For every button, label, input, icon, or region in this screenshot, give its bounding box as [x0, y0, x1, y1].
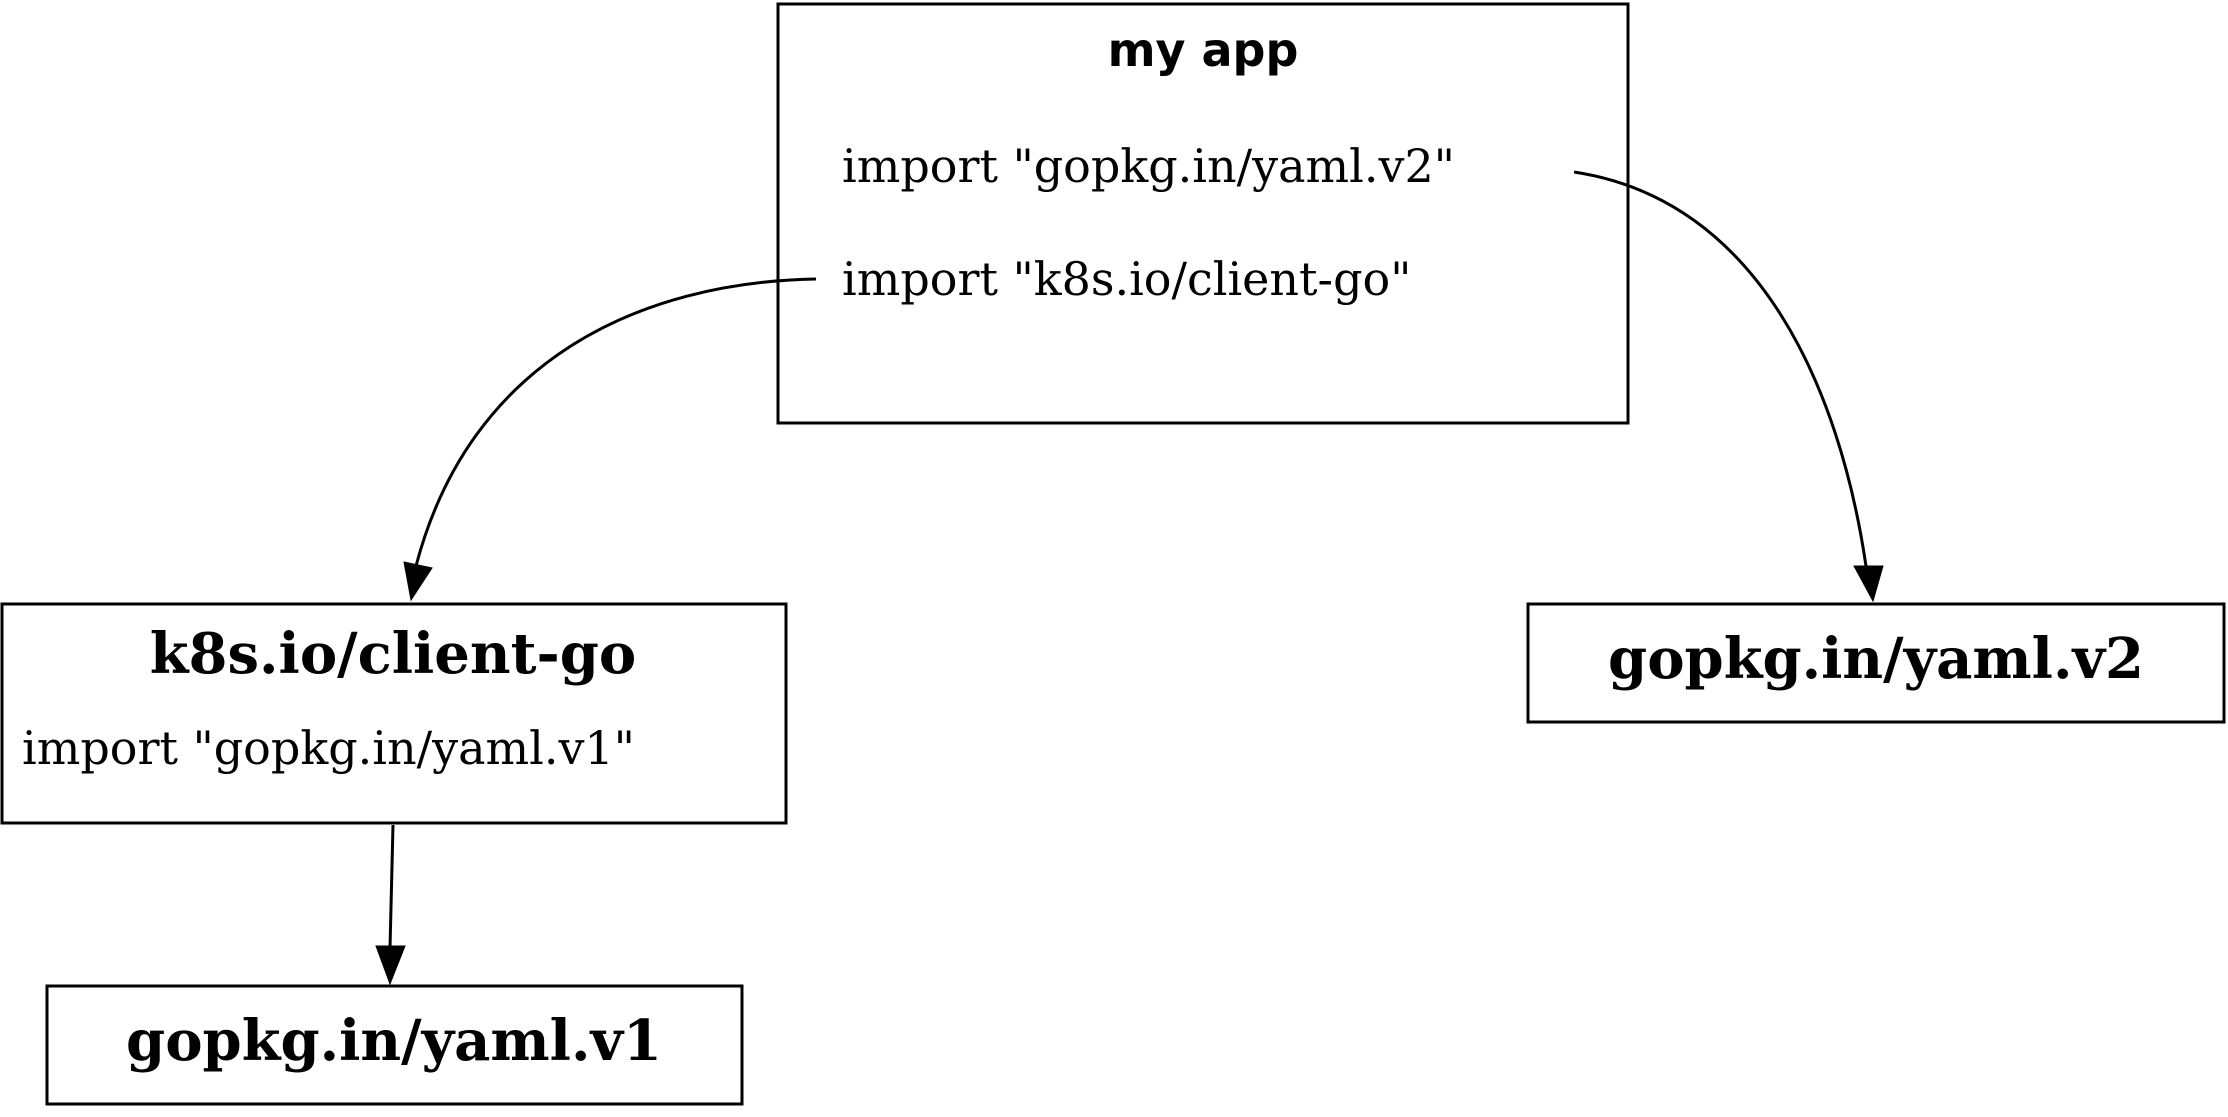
edge-client-go-to-yaml-v1 — [375, 824, 406, 986]
node-client-go-title: k8s.io/client-go — [150, 621, 636, 687]
edge-client-go-to-yaml-v1-line — [388, 824, 395, 949]
edge-app-to-client-go-arrowhead — [403, 561, 433, 602]
node-client-go-box — [0, 602, 788, 825]
node-yaml-v1-box — [45, 984, 744, 1106]
edge-app-to-client-go-line — [414, 277, 817, 567]
node-my-app-title: my app — [1108, 23, 1299, 77]
edge-app-to-client-go — [403, 277, 817, 602]
edge-app-to-yaml-v2 — [1573, 170, 1884, 603]
node-my-app: my app import "gopkg.in/yaml.v2" import … — [776, 2, 1630, 425]
node-yaml-v1-title: gopkg.in/yaml.v1 — [126, 1008, 662, 1074]
node-my-app-box — [776, 2, 1630, 425]
node-my-app-import-yaml-v2: import "gopkg.in/yaml.v2" — [842, 139, 1455, 193]
node-my-app-import-client-go: import "k8s.io/client-go" — [842, 252, 1411, 306]
node-client-go-import-yaml-v1: import "gopkg.in/yaml.v1" — [22, 721, 635, 775]
node-yaml-v2: gopkg.in/yaml.v2 — [1526, 602, 2226, 724]
node-client-go: k8s.io/client-go import "gopkg.in/yaml.v… — [0, 602, 788, 825]
edge-app-to-yaml-v2-line — [1573, 170, 1868, 567]
edge-client-go-to-yaml-v1-arrowhead — [375, 945, 406, 986]
node-yaml-v2-box — [1526, 602, 2226, 724]
edge-app-to-yaml-v2-arrowhead — [1853, 565, 1884, 603]
node-yaml-v1: gopkg.in/yaml.v1 — [45, 984, 744, 1106]
node-yaml-v2-title: gopkg.in/yaml.v2 — [1608, 626, 2144, 692]
